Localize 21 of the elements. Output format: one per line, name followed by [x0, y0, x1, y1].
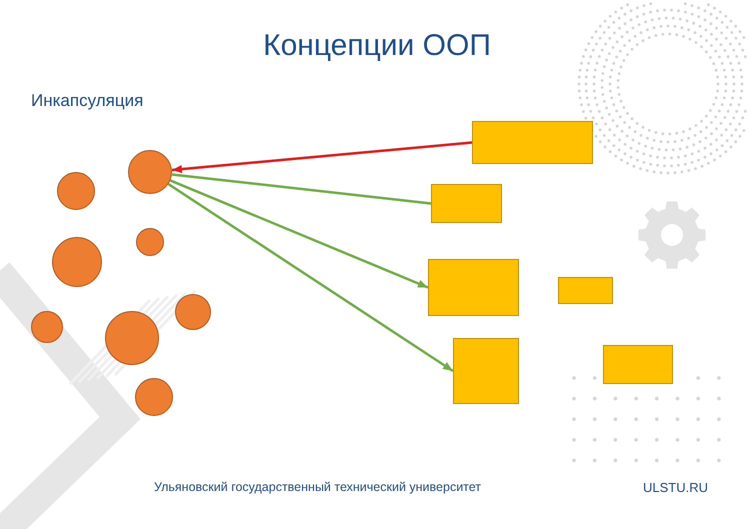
circle-shape: [57, 172, 95, 210]
circle-shape: [175, 294, 211, 330]
rectangle-shape: [428, 259, 519, 316]
circle-shape: [52, 237, 102, 287]
university-name: Ульяновский государственный технический университет: [154, 480, 482, 495]
circle-shape: [135, 378, 173, 416]
rectangle-shape: [453, 338, 519, 404]
circle-shape: [105, 311, 159, 365]
arrow: [172, 141, 472, 174]
rectangle-shape: [558, 277, 613, 304]
section-heading: Инкапсуляция: [31, 91, 144, 112]
arrow: [168, 183, 454, 372]
connector-line: [172, 173, 432, 205]
rectangle-shape: [603, 345, 673, 384]
slide-title: Концепции ООП: [263, 28, 491, 64]
rectangle-shape: [431, 184, 502, 223]
circle-shape: [128, 150, 172, 194]
circle-shape: [136, 228, 164, 256]
arrow: [170, 179, 428, 289]
rectangle-shape: [472, 121, 593, 164]
web-address: ULSTU.RU: [643, 480, 708, 496]
